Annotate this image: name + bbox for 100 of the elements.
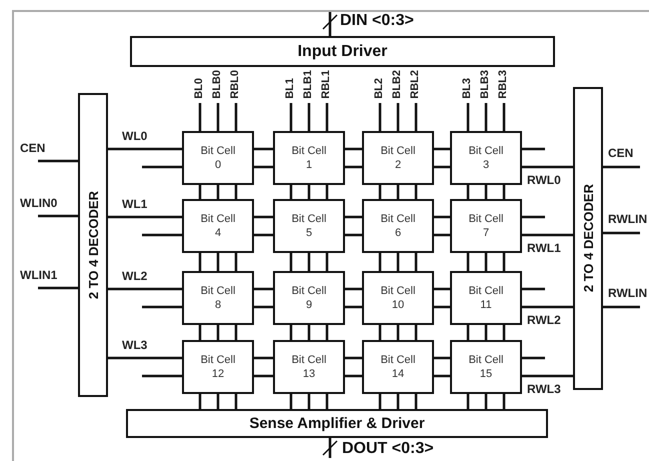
bit-cell-box bbox=[182, 271, 254, 325]
signal-line bbox=[603, 232, 640, 234]
cell-label: Bit Cell 14 bbox=[380, 352, 416, 382]
signal-line bbox=[502, 103, 506, 131]
signal-line bbox=[326, 325, 328, 340]
signal-line bbox=[434, 166, 450, 168]
signal-line bbox=[396, 253, 400, 271]
bit-cell-box bbox=[362, 340, 434, 394]
bus-name: DOUT <0:3> bbox=[342, 440, 434, 458]
signal-line bbox=[290, 253, 292, 271]
signal-line bbox=[216, 394, 220, 409]
bit-cell-box bbox=[450, 271, 522, 325]
signal-line bbox=[484, 185, 488, 199]
signal-line bbox=[108, 148, 182, 150]
signal-line bbox=[290, 394, 292, 409]
signal-line bbox=[466, 185, 470, 199]
signal-line bbox=[198, 394, 202, 409]
signal-line bbox=[396, 325, 400, 340]
signal-line bbox=[234, 103, 238, 131]
signal-line bbox=[216, 325, 220, 340]
signal-name: CEN bbox=[608, 147, 634, 160]
signal-line bbox=[434, 306, 450, 308]
signal-line bbox=[484, 325, 488, 340]
signal-line bbox=[254, 234, 273, 236]
signal-name: BL0 bbox=[193, 78, 206, 99]
bit-cell-box bbox=[182, 340, 254, 394]
signal-line bbox=[216, 253, 220, 271]
signal-line bbox=[326, 394, 328, 409]
signal-line bbox=[522, 166, 573, 168]
bit-cell-box bbox=[273, 340, 345, 394]
signal-name: RBL0 bbox=[229, 70, 242, 99]
bit-cell-box bbox=[450, 340, 522, 394]
signal-line bbox=[290, 325, 292, 340]
signal-line bbox=[142, 374, 182, 378]
signal-line bbox=[434, 148, 450, 150]
bit-cell-box bbox=[362, 199, 434, 253]
signal-line bbox=[414, 103, 418, 131]
signal-line bbox=[345, 234, 362, 236]
signal-line bbox=[328, 438, 332, 458]
bit-cell-box bbox=[273, 131, 345, 185]
signal-line bbox=[414, 185, 418, 199]
block-label: 2 TO 4 DECODER bbox=[580, 184, 596, 293]
cell-label: Bit Cell 8 bbox=[200, 284, 236, 312]
cell-label: Bit Cell 3 bbox=[468, 144, 504, 172]
signal-line bbox=[216, 185, 220, 199]
signal-line bbox=[345, 216, 362, 218]
signal-line bbox=[290, 185, 292, 199]
signal-name: BLB3 bbox=[479, 70, 492, 99]
signal-line bbox=[396, 185, 400, 199]
cell-label: Bit Cell 4 bbox=[200, 212, 236, 240]
signal-line bbox=[308, 103, 310, 131]
signal-line bbox=[522, 356, 545, 360]
signal-line bbox=[198, 185, 202, 199]
signal-line bbox=[434, 234, 450, 236]
signal-line bbox=[328, 12, 332, 36]
signal-line bbox=[345, 374, 362, 378]
decoder-block bbox=[78, 93, 108, 397]
signal-line bbox=[414, 325, 418, 340]
signal-line bbox=[198, 325, 202, 340]
signal-line bbox=[254, 216, 273, 218]
bit-cell-box bbox=[182, 199, 254, 253]
bus-name: DIN <0:3> bbox=[340, 12, 414, 30]
signal-line bbox=[108, 216, 182, 218]
signal-line bbox=[502, 185, 506, 199]
signal-line bbox=[308, 394, 310, 409]
signal-line bbox=[396, 103, 400, 131]
signal-line bbox=[38, 160, 78, 162]
cell-label: Bit Cell 2 bbox=[380, 144, 416, 172]
driver-block bbox=[130, 36, 555, 67]
signal-line bbox=[502, 253, 506, 271]
bit-cell-box bbox=[182, 131, 254, 185]
signal-line bbox=[308, 185, 310, 199]
signal-line bbox=[254, 288, 273, 290]
signal-line bbox=[434, 356, 450, 360]
block-label: 2 TO 4 DECODER bbox=[86, 190, 100, 300]
signal-line bbox=[484, 103, 488, 131]
signal-line bbox=[142, 234, 182, 236]
signal-line bbox=[254, 148, 273, 150]
signal-line bbox=[38, 214, 78, 218]
signal-name: RBL3 bbox=[497, 70, 510, 99]
signal-line bbox=[484, 253, 488, 271]
signal-name: CEN bbox=[20, 142, 46, 156]
signal-line bbox=[603, 166, 640, 168]
signal-line bbox=[466, 394, 470, 409]
signal-line bbox=[38, 286, 78, 290]
signal-line bbox=[234, 185, 238, 199]
cell-label: Bit Cell 6 bbox=[380, 212, 416, 240]
signal-line bbox=[198, 103, 202, 131]
signal-line bbox=[522, 306, 573, 308]
signal-line bbox=[484, 394, 488, 409]
cell-label: Bit Cell 1 bbox=[290, 144, 328, 172]
signal-line bbox=[378, 325, 382, 340]
cell-label: Bit Cell 12 bbox=[200, 352, 236, 382]
signal-line bbox=[502, 325, 506, 340]
cell-label: Bit Cell 9 bbox=[290, 284, 328, 312]
signal-line bbox=[234, 253, 238, 271]
signal-line bbox=[108, 356, 182, 360]
signal-line bbox=[326, 253, 328, 271]
bit-cell-box bbox=[273, 199, 345, 253]
bit-cell-box bbox=[273, 271, 345, 325]
